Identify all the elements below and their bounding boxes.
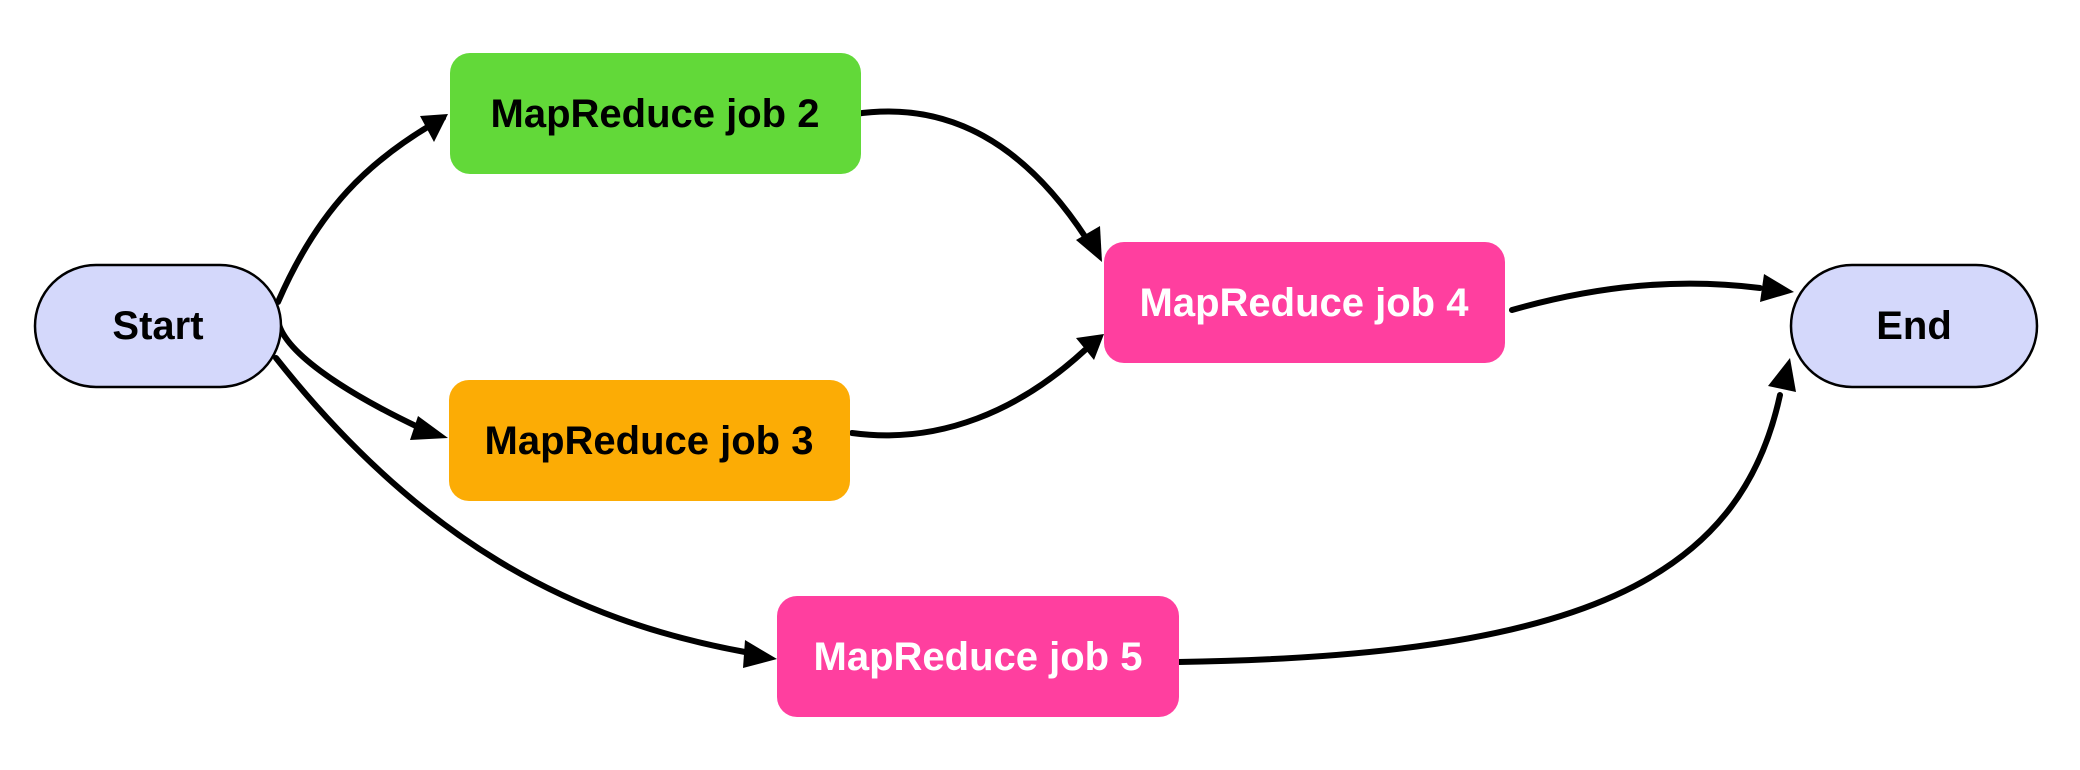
job2-box (450, 53, 861, 174)
job5-label: MapReduce job 5 (814, 635, 1143, 679)
job2-label: MapReduce job 2 (491, 92, 820, 136)
arrowhead-job2-to-job4 (1076, 226, 1102, 262)
start-label: Start (112, 304, 203, 348)
start-terminal-shape (33, 263, 283, 389)
job4-label: MapReduce job 4 (1140, 281, 1470, 325)
edge-start-to-job3 (275, 317, 423, 431)
node-mapreduce-job-3[interactable]: MapReduce job 3 (449, 380, 850, 501)
edge-job4-to-end (1509, 280, 1763, 313)
arrowhead-job5-to-end (1768, 358, 1796, 392)
arrowhead-start-to-job3 (410, 416, 448, 440)
node-end[interactable]: End (1789, 263, 2039, 389)
edge-job3-to-job4 (849, 347, 1088, 439)
arrowhead-job3-to-job4 (1076, 334, 1104, 360)
end-label: End (1876, 304, 1952, 348)
job3-label: MapReduce job 3 (485, 419, 814, 463)
arrowhead-job4-to-end (1760, 274, 1794, 302)
node-mapreduce-job-2[interactable]: MapReduce job 2 (450, 53, 861, 174)
edge-start-to-job2 (275, 115, 446, 305)
node-mapreduce-job-5[interactable]: MapReduce job 5 (777, 596, 1179, 717)
arrowhead-start-to-job2 (420, 114, 448, 142)
job3-box (449, 380, 850, 501)
arrowhead-start-to-job5 (743, 640, 777, 668)
edge-job2-to-job4 (852, 108, 1089, 241)
edge-job5-to-end (1175, 392, 1783, 665)
job4-box (1104, 242, 1505, 363)
node-start[interactable]: Start (33, 263, 283, 389)
edge-start-to-job5 (273, 355, 748, 655)
node-mapreduce-job-4[interactable]: MapReduce job 4 (1104, 242, 1505, 363)
end-terminal-shape (1789, 263, 2039, 389)
job5-box (777, 596, 1179, 717)
